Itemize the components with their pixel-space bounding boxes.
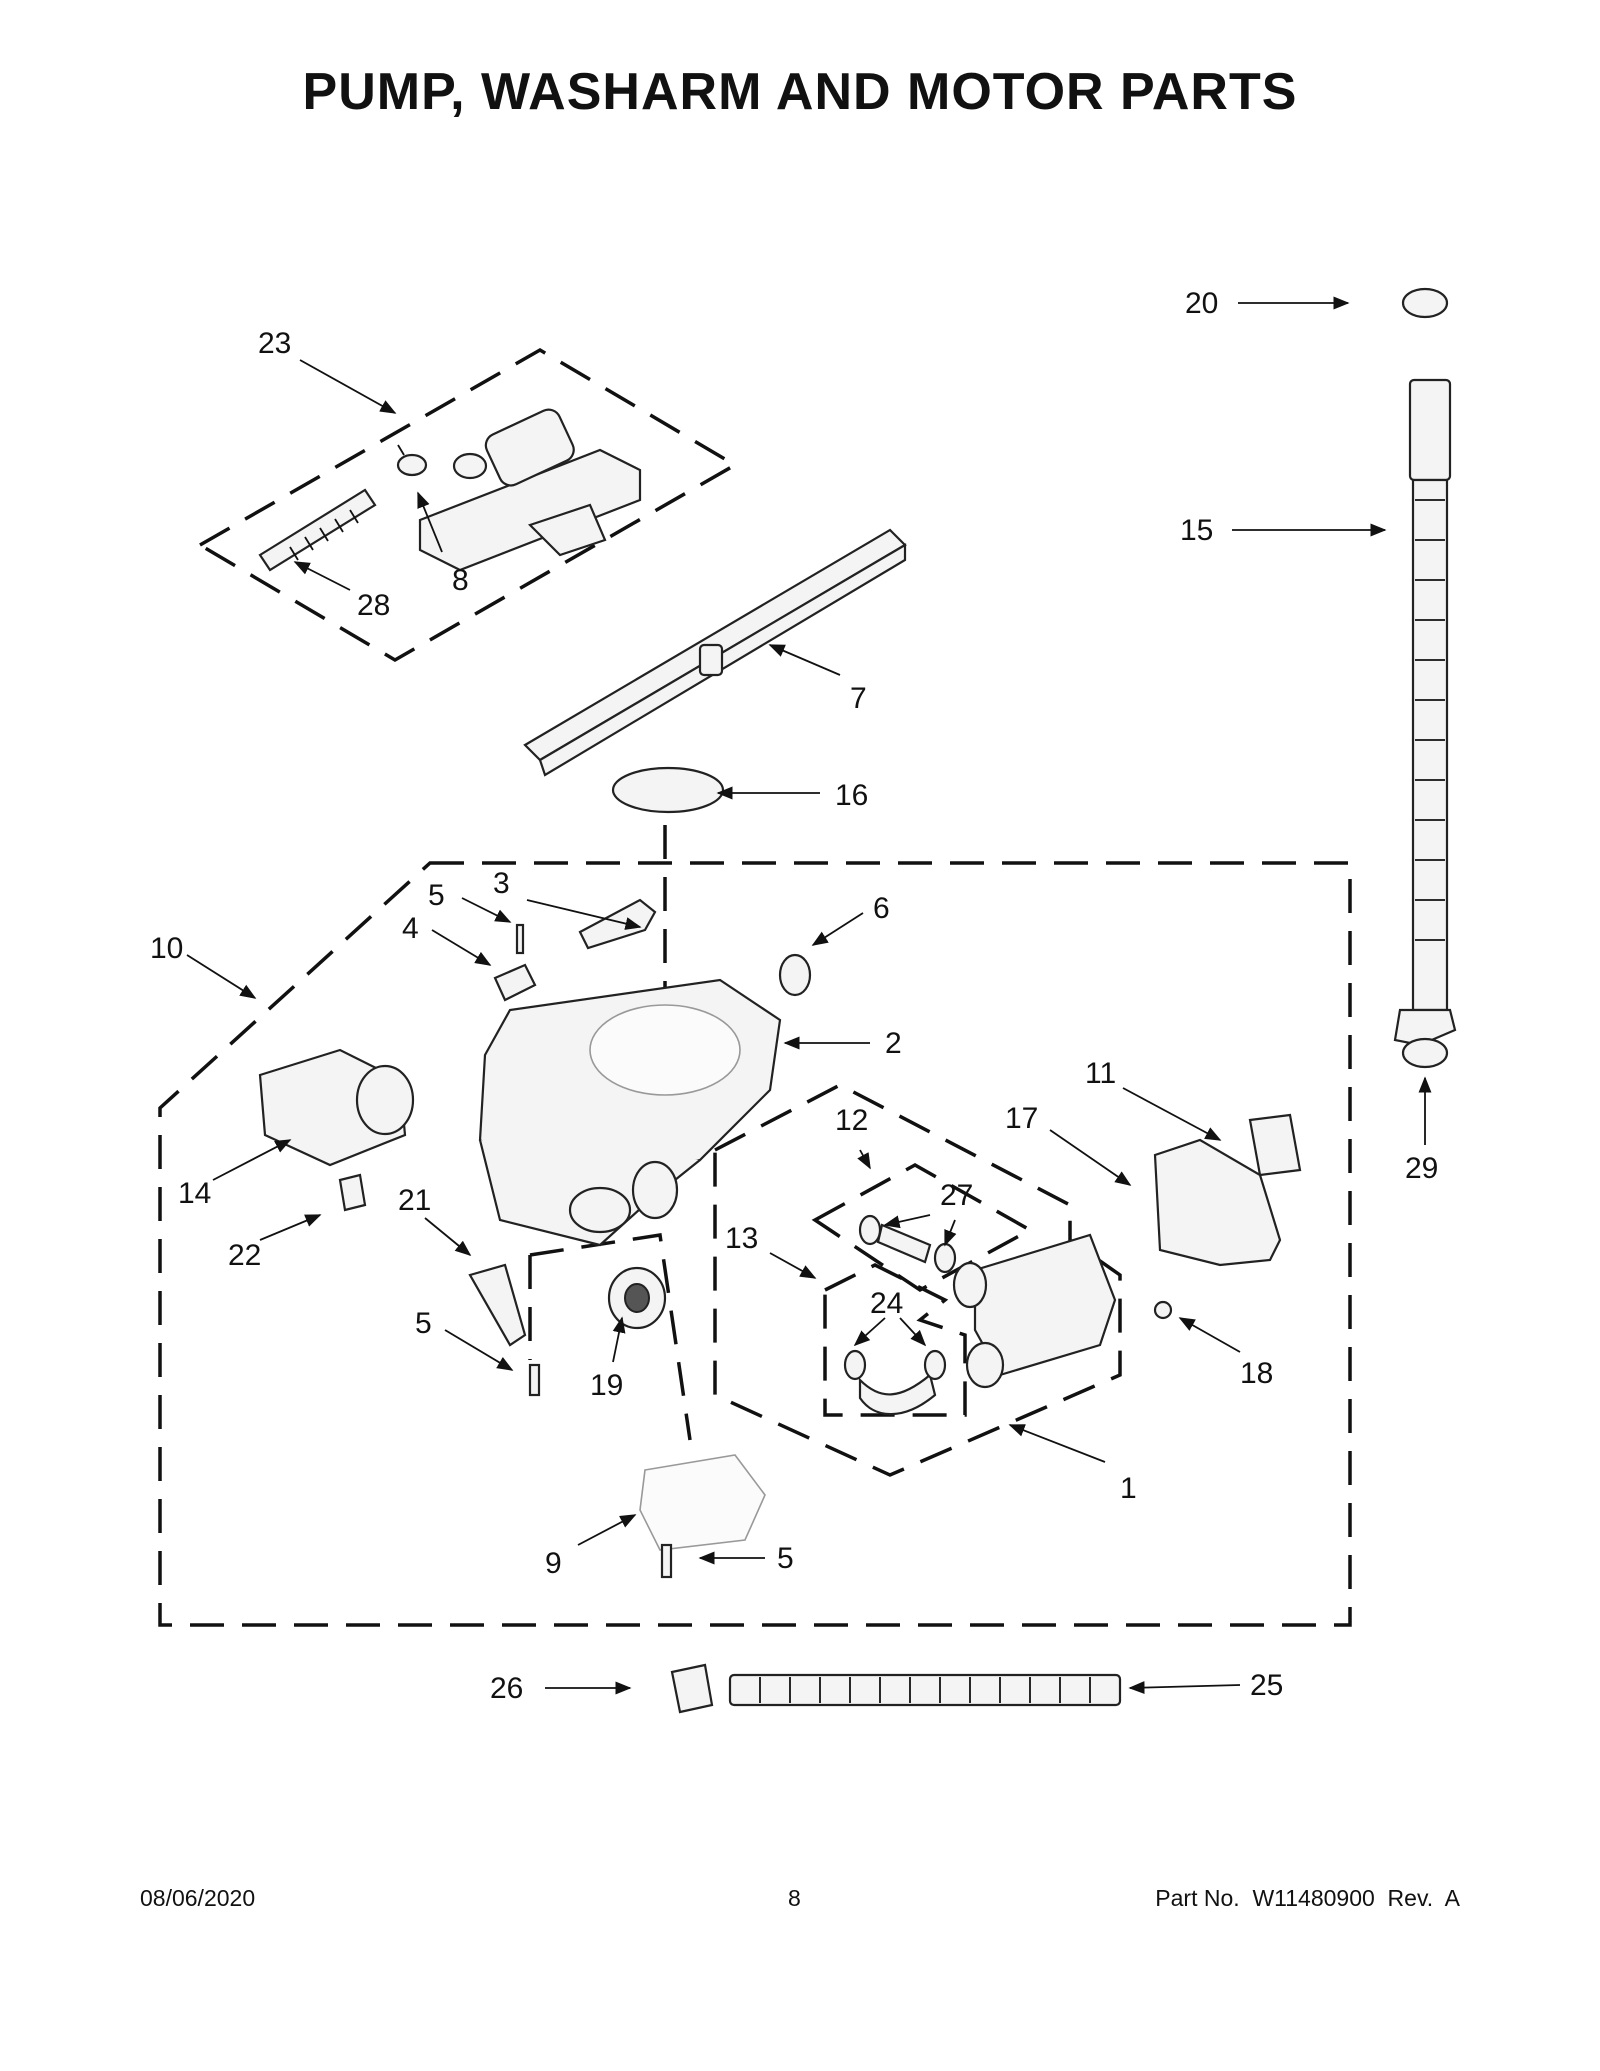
page-title: PUMP, WASHARM AND MOTOR PARTS	[302, 63, 1298, 121]
callout-22: 22	[228, 1239, 261, 1272]
hose-part-25	[728, 1673, 1122, 1707]
footer-date: 08/06/2020	[140, 1885, 256, 1911]
callout-12: 12	[835, 1104, 868, 1137]
bracket-part-17	[1153, 1138, 1282, 1267]
bracket-part-21	[468, 1263, 527, 1347]
pump-sump-part-2	[478, 978, 782, 1247]
callout-5-bottom: 5	[777, 1542, 794, 1575]
callout-29: 29	[1405, 1152, 1438, 1185]
callout-28: 28	[357, 589, 390, 622]
callout-14: 14	[178, 1177, 211, 1210]
callout-1: 1	[1120, 1472, 1137, 1505]
wash-arm-part-7	[523, 528, 907, 777]
callout-8: 8	[452, 564, 469, 597]
bracket-part-3	[578, 898, 657, 950]
leader-lines	[186, 296, 1432, 1695]
clamp-part-8	[396, 444, 428, 477]
hose-parts-24	[843, 1349, 947, 1416]
callout-3: 3	[493, 867, 510, 900]
callout-26: 26	[490, 1672, 523, 1705]
group-outline-1	[713, 1083, 1122, 1477]
footer-part-number: Part No. W11480900 Rev. A	[1155, 1885, 1460, 1911]
callout-16: 16	[835, 779, 868, 812]
group-outline-10	[158, 861, 1352, 1627]
group-outline-23	[196, 347, 739, 663]
callout-2: 2	[885, 1027, 902, 1060]
drain-hose-part-15	[1393, 378, 1457, 1047]
group-outline-13	[823, 1263, 967, 1417]
callout-11: 11	[1085, 1057, 1116, 1090]
assembly-guide-line	[529, 1233, 692, 1441]
screw-part-5-left	[528, 1363, 541, 1397]
callout-27: 27	[940, 1179, 973, 1212]
callout-24: 24	[870, 1287, 903, 1320]
screw-part-5-bottom	[660, 1543, 673, 1579]
callout-10: 10	[150, 932, 183, 965]
callout-4: 4	[402, 912, 419, 945]
callout-18: 18	[1240, 1357, 1273, 1390]
clip-part-22	[338, 1173, 367, 1212]
group-outline-12	[811, 1162, 1034, 1293]
callout-25: 25	[1250, 1669, 1283, 1702]
sensor-part-19	[607, 1266, 667, 1330]
clip-part-26	[670, 1663, 714, 1714]
clamp-part-29	[1401, 1037, 1449, 1069]
callout-21: 21	[398, 1184, 431, 1217]
grommet-part-6	[778, 953, 812, 997]
check-valve-part-4	[493, 963, 537, 1002]
callout-17: 17	[1005, 1102, 1038, 1135]
callout-15: 15	[1180, 514, 1213, 547]
circulation-pump-part-1	[952, 1233, 1117, 1389]
callout-6: 6	[873, 892, 890, 925]
callout-19: 19	[590, 1369, 623, 1402]
hose-part-28	[258, 488, 377, 572]
screw-part-18	[1153, 1300, 1173, 1320]
filter-disc-part-16	[611, 766, 725, 814]
callout-13: 13	[725, 1222, 758, 1255]
footer-page-number: 8	[788, 1885, 801, 1911]
clamp-part-20	[1401, 287, 1449, 319]
callout-5-left: 5	[415, 1307, 432, 1340]
callout-20: 20	[1185, 287, 1218, 320]
bracket-part-11	[1248, 1113, 1302, 1177]
callout-9: 9	[545, 1547, 562, 1580]
motor-mount-part-9	[639, 1454, 766, 1551]
hose-parts-12-27	[858, 1214, 957, 1274]
callout-7: 7	[850, 682, 867, 715]
callout-23: 23	[258, 327, 291, 360]
diverter-motor-part	[418, 408, 642, 572]
callout-5-top: 5	[428, 879, 445, 912]
drain-pump-part-14	[258, 1048, 415, 1167]
screw-part-5-top	[515, 923, 525, 955]
